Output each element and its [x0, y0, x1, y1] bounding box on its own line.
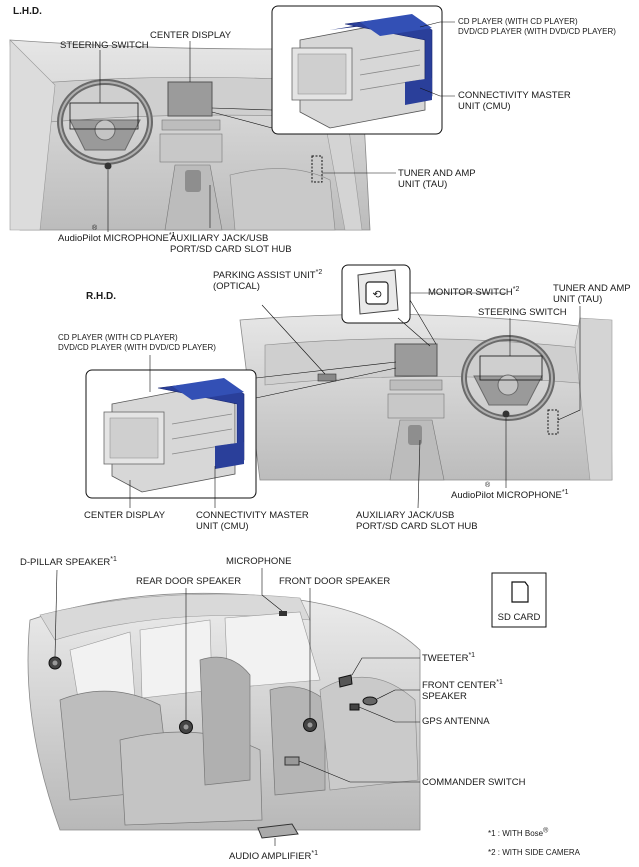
- rhd-steering-switch-label: STEERING SWITCH: [478, 307, 567, 318]
- front-door-speaker-label: FRONT DOOR SPEAKER: [279, 576, 391, 587]
- sd-card-box: [491, 572, 547, 628]
- lhd-leader-lines: [99, 21, 455, 232]
- microphone-label: MICROPHONE: [226, 556, 292, 567]
- rhd-cd-player-label: CD PLAYER (WITH CD PLAYER)DVD/CD PLAYER …: [58, 333, 216, 352]
- rear-door-speaker-label: REAR DOOR SPEAKER: [136, 576, 242, 587]
- rhd-center-display-label: CENTER DISPLAY: [84, 510, 166, 521]
- rhd-mic-label: ®AudioPilot MICROPHONE*1: [451, 482, 569, 501]
- rhd-dashboard-illustration: [239, 314, 613, 481]
- d-pillar-speaker-label: D-PILLAR SPEAKER*1: [20, 555, 117, 568]
- rhd-steering-wheel: [461, 335, 555, 421]
- lhd-cd-player-label: CD PLAYER (WITH CD PLAYER)DVD/CD PLAYER …: [458, 17, 616, 36]
- rhd-inset-unit: [85, 361, 397, 499]
- footnote-2: *2 : WITH SIDE CAMERA: [488, 848, 581, 857]
- rhd-section-title: R.H.D.: [86, 291, 116, 302]
- lhd-section-title: L.H.D.: [13, 6, 42, 17]
- gps-antenna-label: GPS ANTENNA: [422, 716, 490, 727]
- cabin-leader-lines: [54, 568, 420, 846]
- rhd-leader-lines: [129, 292, 581, 509]
- sd-card-label: SD CARD: [497, 612, 541, 623]
- lhd-inset-unit: [211, 5, 443, 135]
- monitor-switch-inset: ⟲: [341, 264, 437, 347]
- svg-text:⟲: ⟲: [372, 289, 381, 301]
- lhd-steering-wheel: [57, 79, 153, 165]
- audio-amplifier-label: AUDIO AMPLIFIER*1: [229, 849, 318, 862]
- lhd-mic-label: ®AudioPilot MICROPHONE*1: [58, 225, 176, 244]
- lhd-steering-switch-label: STEERING SWITCH: [60, 40, 149, 51]
- lhd-center-display-label: CENTER DISPLAY: [150, 30, 232, 41]
- commander-switch-label: COMMANDER SWITCH: [422, 777, 526, 788]
- rhd-parking-assist-label: PARKING ASSIST UNIT*2(OPTICAL): [213, 268, 323, 292]
- rhd-monitor-switch-label: MONITOR SWITCH*2: [428, 285, 520, 298]
- cabin-illustration: [27, 592, 421, 839]
- footnote-1: *1 : WITH Bose®: [488, 827, 549, 838]
- tweeter-label: TWEETER*1: [422, 651, 476, 664]
